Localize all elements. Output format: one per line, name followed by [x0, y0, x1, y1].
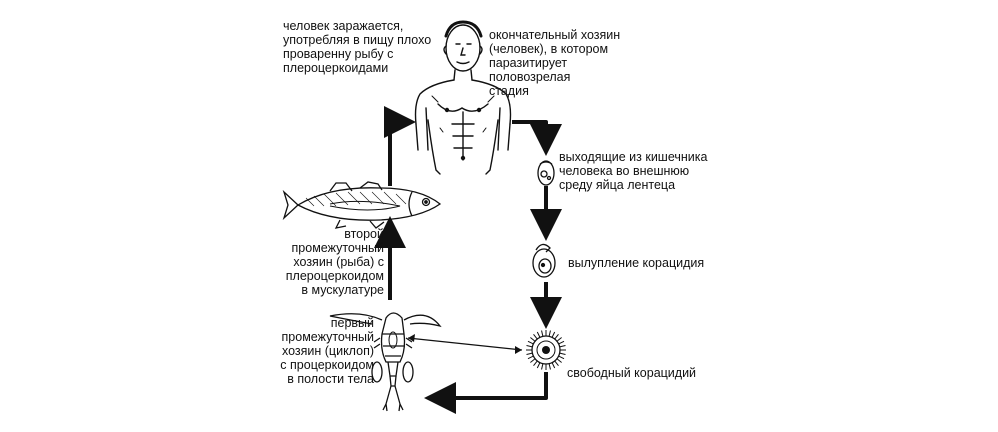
cilium [551, 362, 556, 369]
fish-icon [282, 181, 442, 229]
arrow-fish-to-human [384, 106, 416, 186]
cilium [541, 330, 544, 337]
cilium [527, 340, 534, 345]
label-first-host: первый промежуточный хозяин (циклоп) с п… [280, 316, 374, 386]
cilium [530, 358, 536, 363]
coracidium-icon [526, 330, 566, 370]
cilium [536, 331, 541, 338]
label-definitive-host: окончательный хозяин (человек), в которо… [489, 28, 621, 98]
cilium [526, 352, 533, 355]
cycle-arrows [374, 106, 562, 414]
label-second-host: второй промежуточный хозяин (рыба) с пле… [285, 227, 384, 297]
cilium [548, 363, 551, 370]
cyclops-icon [329, 312, 442, 412]
cilium [556, 358, 562, 363]
hatching-egg-icon [532, 243, 556, 278]
label-hatching: вылупление корацидия [568, 256, 705, 270]
cilium [558, 340, 565, 345]
cilium [536, 362, 541, 369]
egg-icon [537, 160, 555, 186]
cilium [556, 337, 562, 342]
label-free-coracidium: свободный корацидий [567, 366, 697, 380]
cilium [558, 355, 565, 360]
label-eggs: выходящие из кишечника человека во внешн… [559, 150, 708, 192]
cilium [533, 334, 538, 340]
human-figure [414, 20, 512, 175]
cilium [559, 345, 566, 348]
cilium [527, 355, 534, 360]
cilium [533, 360, 538, 366]
cilium [554, 334, 559, 340]
cilium [541, 363, 544, 370]
cilium [554, 360, 559, 366]
cilium [530, 337, 536, 342]
cilium [551, 331, 556, 338]
arrow-human-to-eggs [512, 120, 562, 156]
cilium [559, 352, 566, 355]
ingestion-arrow [407, 334, 523, 354]
cilium [526, 345, 533, 348]
label-human-infection: человек заражается, употребляя в пищу пл… [283, 19, 432, 75]
arrow-coracidium-to-cyclops [424, 372, 548, 414]
cilium [548, 330, 551, 337]
